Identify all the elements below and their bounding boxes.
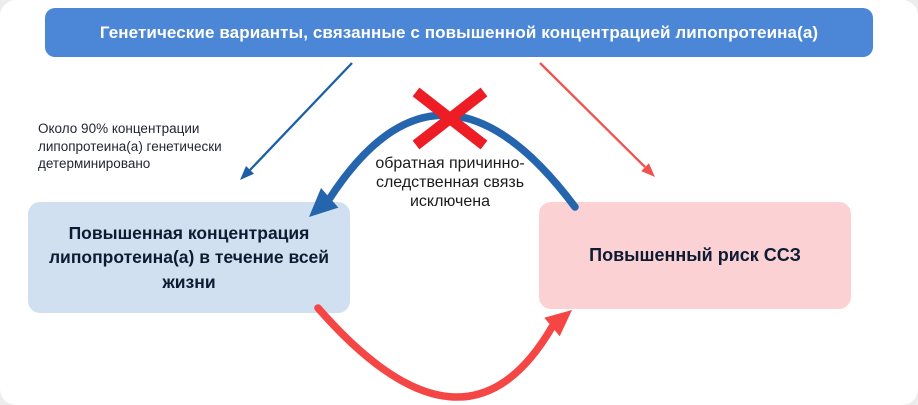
genetic-to-lpa-arrow: [240, 62, 353, 180]
top-banner: Генетические варианты, связанные с повыш…: [45, 8, 873, 57]
exposure-box-label: Повышенная концентрация липопротеина(а) …: [48, 223, 330, 292]
causal-arc: [314, 304, 572, 401]
genetic-to-cvd-arrow: [539, 62, 655, 177]
outcome-box-label: Повышенный риск ССЗ: [589, 245, 801, 265]
banner-label: Генетические варианты, связанные с повыш…: [99, 22, 819, 42]
genetic-determination-note: Около 90% концентрации липопротеина(а) г…: [38, 121, 222, 172]
reverse-causality-caption: обратная причинно-следственная связь иск…: [375, 155, 525, 210]
outcome-box: Повышенный риск ССЗ: [539, 202, 851, 309]
cross-icon: [412, 87, 488, 150]
exposure-box: Повышенная концентрация липопротеина(а) …: [28, 202, 350, 313]
